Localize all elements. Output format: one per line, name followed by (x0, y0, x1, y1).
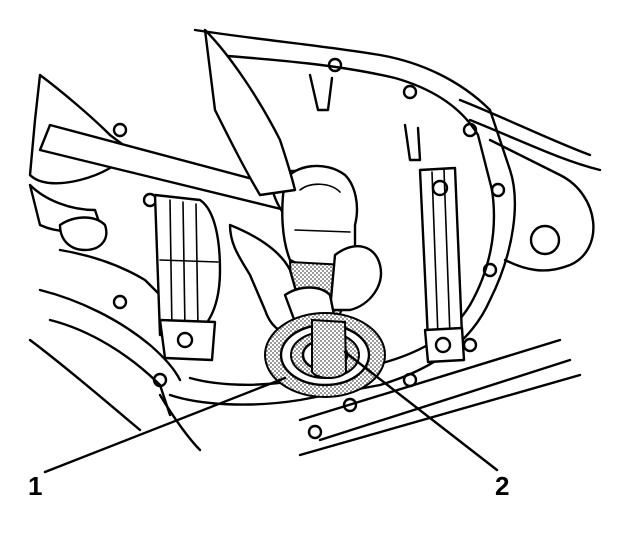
leader-lines (43, 350, 499, 474)
right-bearing-cap (418, 166, 466, 364)
housing-ribs (308, 73, 422, 162)
right-hand (203, 28, 383, 334)
callout-2: 2 (495, 471, 509, 501)
pinion-seal (264, 312, 386, 398)
left-bearing-cap (153, 193, 222, 362)
axle-housing (28, 28, 602, 457)
callout-1: 1 (28, 471, 42, 501)
